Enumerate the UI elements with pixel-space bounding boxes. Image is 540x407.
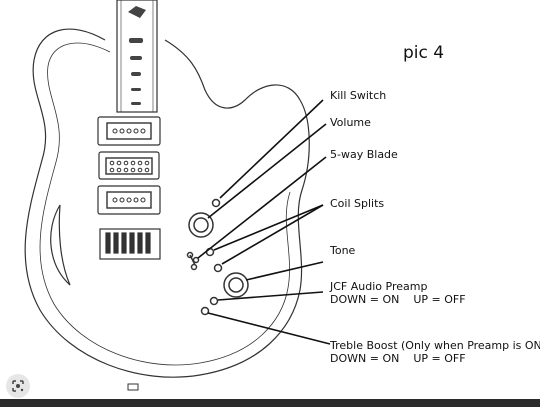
kill-switch-knob (211, 198, 221, 208)
google-lens-icon (12, 380, 24, 392)
fret-inlays (128, 6, 146, 105)
blade-label: 5-way Blade (330, 148, 398, 161)
tone-leader (245, 261, 324, 281)
coil-split-leader-1 (213, 204, 324, 251)
blade-leader (197, 156, 327, 259)
volume-label: Volume (330, 116, 371, 129)
kill-switch-leader (219, 99, 324, 199)
figure-title: pic 4 (403, 43, 445, 63)
bottom-bar (0, 399, 540, 407)
preamp-label: JCF Audio Preamp (330, 280, 428, 293)
volume-leader (207, 123, 327, 219)
treble-boost-label: Treble Boost (Only when Preamp is ON) (330, 339, 540, 352)
bridge (99, 228, 161, 260)
treble-boost-leader (207, 312, 331, 345)
preamp-state-label: DOWN = ON UP = OFF (330, 293, 466, 306)
treble-boost-switch (200, 306, 210, 316)
guitar-neck (116, 0, 158, 113)
coil-split-switch-2 (213, 263, 223, 273)
treble-boost-state-label: DOWN = ON UP = OFF (330, 352, 466, 365)
tone-label: Tone (330, 244, 356, 257)
preamp-switch (209, 296, 219, 306)
google-lens-button[interactable] (6, 374, 30, 398)
five-way-blade (186, 251, 200, 271)
preamp-leader (217, 291, 324, 301)
f-hole (50, 204, 71, 286)
guitar-body-inner-line (39, 42, 291, 366)
coil-split-leader-2 (221, 204, 324, 265)
guitar-body-outline (24, 28, 310, 378)
kill-switch-label: Kill Switch (330, 89, 387, 102)
strap-button (127, 383, 139, 391)
coil-splits-label: Coil Splits (330, 197, 385, 210)
